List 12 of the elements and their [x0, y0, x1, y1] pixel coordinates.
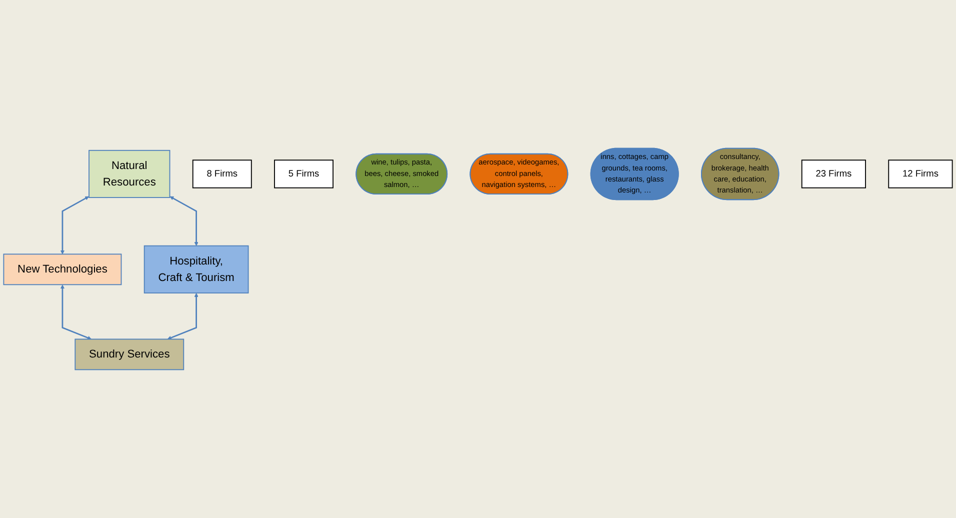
node-box: 12 Firms: [888, 160, 953, 188]
node-box: New Technologies: [3, 254, 122, 286]
arrow: [170, 196, 198, 246]
node-box: 23 Firms: [801, 160, 866, 188]
arrow: [60, 284, 92, 340]
arrow: [167, 292, 198, 340]
node-box: Sundry Services: [74, 338, 184, 370]
node-box: 5 Firms: [274, 160, 334, 188]
node-box: 8 Firms: [192, 160, 252, 188]
arrow: [60, 196, 90, 254]
node-box: Hospitality, Craft & Tourism: [144, 245, 249, 294]
node-box: Natural Resources: [88, 150, 170, 198]
